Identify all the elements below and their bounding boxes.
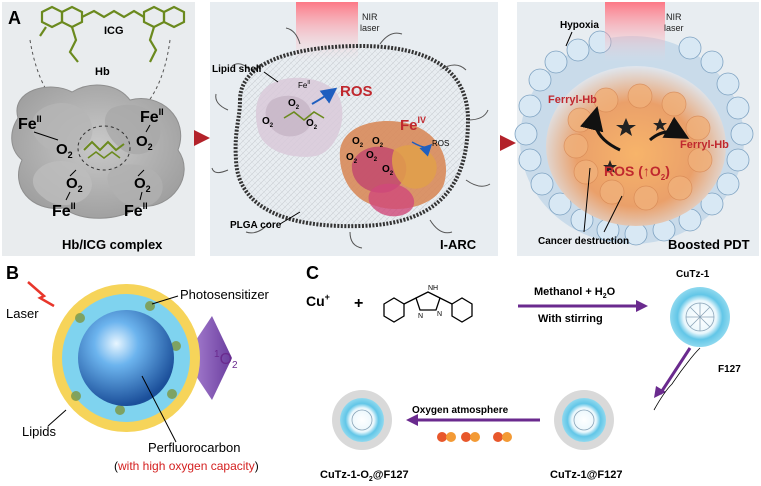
panel-a: A ICG Hb FeII [2,2,759,256]
hypoxia-label: Hypoxia [560,20,599,31]
singlet-oxygen-beam [184,316,232,400]
icg-molecule [39,5,186,63]
oxygen-atmosphere-label: Oxygen atmosphere [412,405,509,416]
ferryl-arrow-left [580,106,621,152]
perfluorocarbon-pointer [141,375,177,443]
oxygen-molecules [437,432,512,442]
singlet-oxygen-label: 1O2 [214,349,238,371]
plga-core-label: PLGA core [230,220,282,231]
fe4-label: FeIV [400,115,426,134]
triazole-ligand [383,291,473,323]
reaction-arrow-2 [658,347,692,395]
ros-sparks [603,118,667,173]
f127-chain [653,347,701,411]
reaction-arrow-1-head [636,300,648,312]
svg-text:FeII: FeII [124,201,148,220]
oxygen-capacity-note: (with high oxygen capacity) [114,459,259,473]
photosensitizer-label: Photosensitizer [180,287,270,302]
ros-small-arrow [411,141,433,157]
plga-core-pointer [279,211,301,225]
ferryl-hb-left: Ferryl-Hb [548,94,597,106]
reaction-arrow-3-head [406,414,418,426]
svg-text:O2: O2 [56,141,73,160]
svg-text:O2: O2 [288,98,300,111]
icg-label: ICG [104,25,124,37]
hemoglobin-protein [11,84,185,219]
svg-text:O2: O2 [372,136,384,149]
cutz1-f127-label: CuTz-1@F127 [550,469,622,481]
panel-b-letter: B [6,263,19,283]
lipid-shell-pointer [263,71,279,83]
i-arc-caption: I-ARC [440,237,477,252]
nir-label-a2: NIR [362,12,378,22]
laser-zigzag [27,281,55,308]
lipids-pointer [47,409,67,427]
ros-label-a2: ROS [340,83,373,100]
svg-text:FeII: FeII [18,114,42,133]
boosted-pdt-caption: Boosted PDT [668,237,750,252]
f127-label: F127 [718,364,741,375]
svg-text:O2: O2 [352,136,364,149]
svg-text:FeII: FeII [52,201,76,220]
svg-text:O2: O2 [382,164,394,177]
laser-label-a2: laser [360,23,380,33]
cutz1-f127-framework [573,409,595,431]
with-stirring-label: With stirring [538,313,603,325]
ros-o2-label: ROS (↑O2) [604,163,670,182]
cancer-destruction-pointers [583,167,623,233]
svg-text:O2: O2 [262,116,274,129]
hypoxia-pointer [565,31,573,47]
cutz1-label: CuTz-1 [676,269,710,280]
svg-text:O2: O2 [306,118,318,131]
methanol-label: Methanol + H2O [534,286,616,300]
photosensitizer-pointer [151,295,179,305]
normal-cells [514,30,754,246]
panel-a-letter: A [8,8,21,28]
perfluorocarbon-label: Perfluorocarbon [148,440,241,455]
ferryl-hb-right: Ferryl-Hb [680,139,729,151]
iarc-o2-labels-left: O2 O2 O2 [262,98,318,131]
reaction-arrow-2-head [654,386,666,398]
laser-label-a3: laser [664,23,684,33]
fe-o2-bonds [33,124,151,201]
panel-b: B Laser 1O2 Photosensitizer Lipids Perfl… [6,263,270,473]
svg-text:O2: O2 [136,133,153,152]
cutz1-framework [685,302,715,332]
panel-c: C Cu+ + NH N N Methanol + H2O With stirr… [306,263,741,483]
nir-laser-beam-a3 [605,2,665,62]
svg-text:O2: O2 [366,150,378,163]
lipid-shell-label: Lipid shell [212,64,262,75]
svg-text:FeII: FeII [140,107,164,126]
ros-small-label: ROS [432,139,449,148]
nir-label-a3: NIR [666,12,682,22]
plus-sign: + [354,295,363,312]
n-label-1: N [437,311,442,318]
hb-icg-complex-caption: Hb/ICG complex [62,237,163,252]
svg-text:O2: O2 [66,175,83,194]
svg-text:O2: O2 [346,152,358,165]
cutz1-f127-particle [562,398,606,442]
svg-text:O2: O2 [134,175,151,194]
fe2-small-label: FeII [298,80,310,90]
ferryl-arrow-right [649,116,690,142]
panel-c-letter: C [306,263,319,283]
fe-o2-labels: FeII FeII O2 O2 O2 O2 FeII FeII [18,107,164,220]
cancer-destruction-label: Cancer destruction [538,236,629,247]
ros-arrow-blue [311,87,338,105]
nh-label: NH [428,285,438,292]
cu-ion-label: Cu+ [306,292,330,309]
photosensitizer-dots [71,301,181,415]
cutz1-o2-f127-framework [351,409,373,431]
n-label-2: N [418,313,423,320]
cutz1-o2-f127-particle [340,398,384,442]
cutz1-o2-f127-label: CuTz-1-O2@F127 [320,469,409,483]
hb-label: Hb [95,66,110,78]
laser-label-b: Laser [6,306,39,321]
iarc-o2-labels-right: O2 O2 O2 O2 O2 [346,136,394,177]
lipids-label: Lipids [22,424,56,439]
perfluorocarbon-core [78,310,174,406]
